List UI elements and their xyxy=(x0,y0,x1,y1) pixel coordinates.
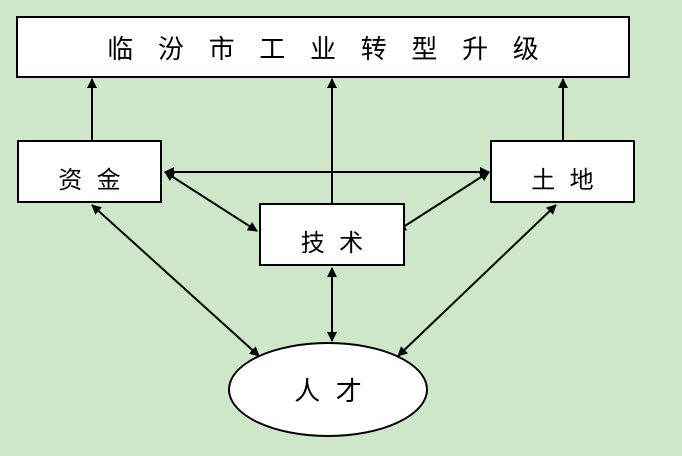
land-node: 土地 xyxy=(490,140,635,203)
edge-funds-talent xyxy=(91,204,260,357)
funds-node: 资金 xyxy=(17,140,162,203)
technology-node: 技术 xyxy=(259,203,405,266)
land-node-label: 土地 xyxy=(531,166,609,194)
title-node: 临汾市工业转型升级 xyxy=(16,16,630,78)
edge-land-technology xyxy=(396,171,490,232)
talent-node: 人才 xyxy=(228,342,428,437)
funds-node-label: 资金 xyxy=(58,166,136,194)
edge-funds-technology xyxy=(164,171,258,232)
talent-node-label: 人才 xyxy=(294,377,378,407)
edge-land-talent xyxy=(397,204,557,357)
technology-node-label: 技术 xyxy=(300,229,378,257)
title-node-label: 临汾市工业转型升级 xyxy=(107,34,564,65)
